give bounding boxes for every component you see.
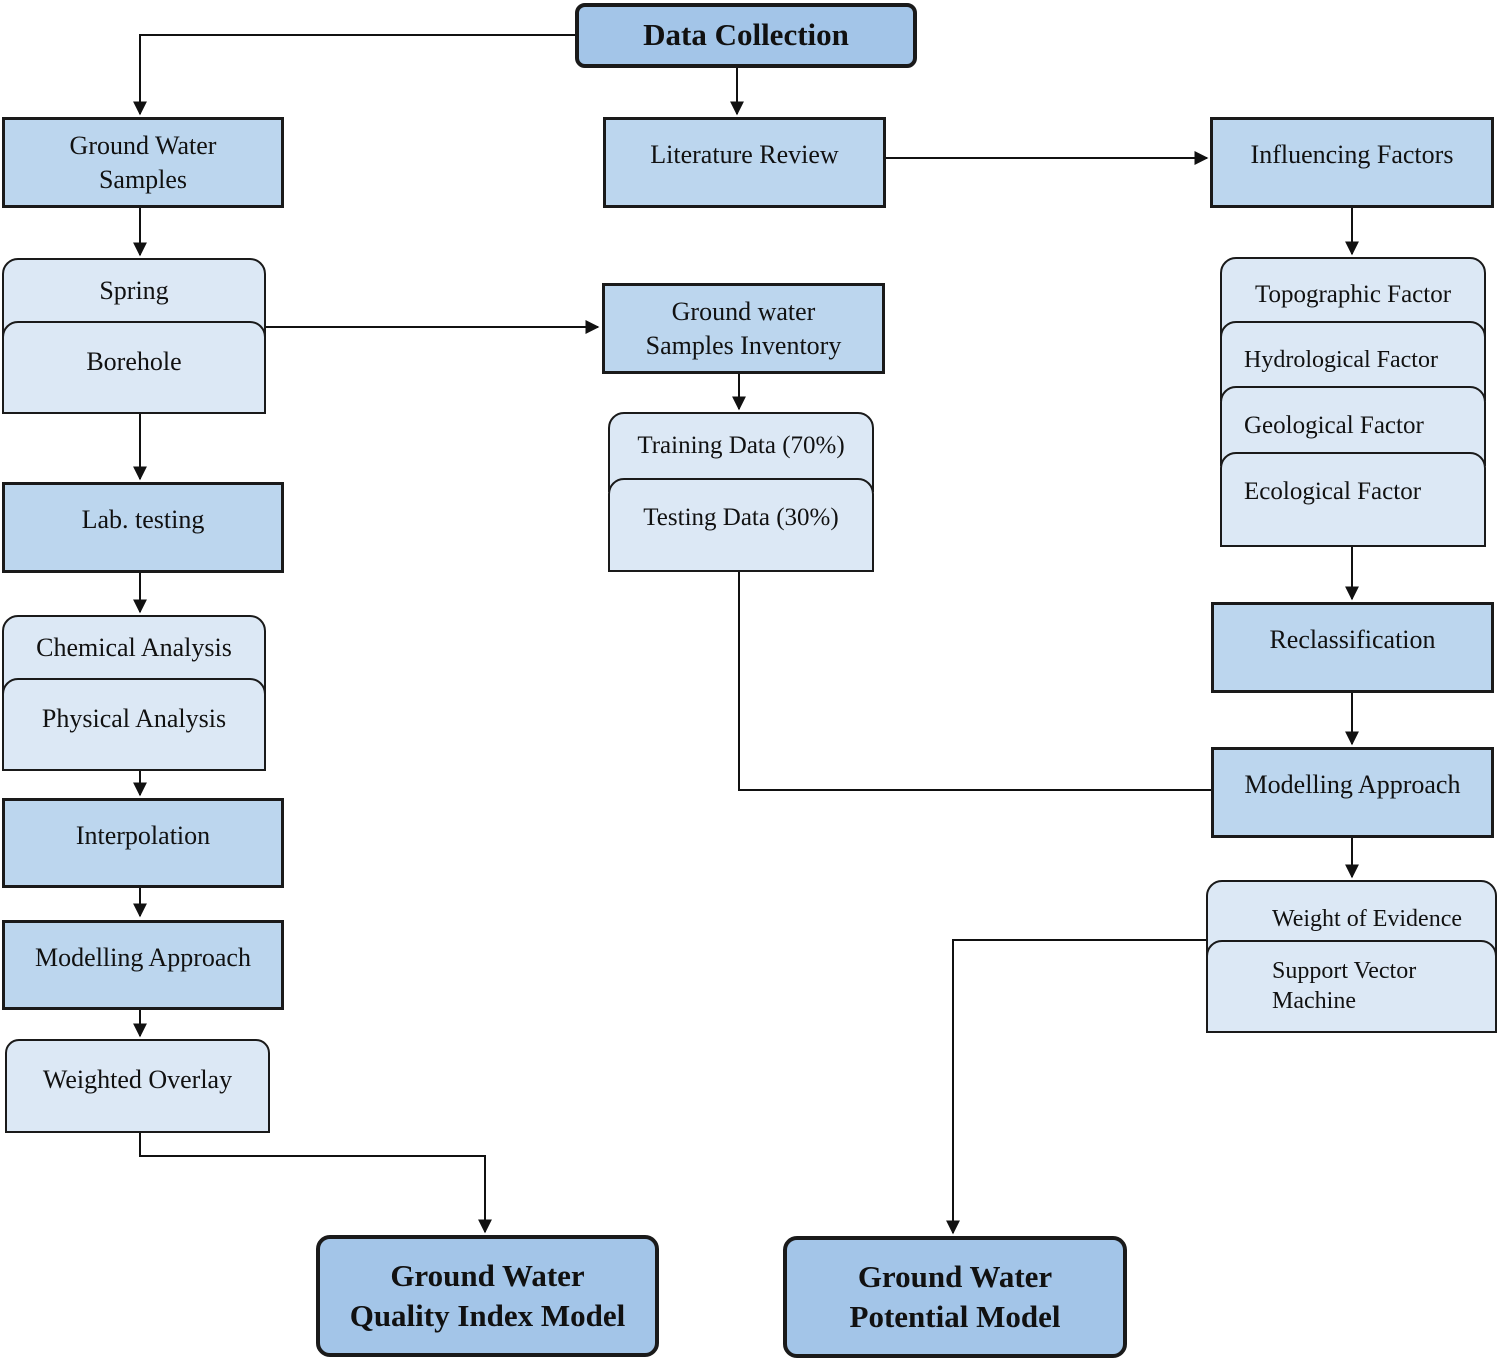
gw-samples-inventory-node: Ground water Samples Inventory	[602, 283, 885, 374]
support-vector-machine-node: Support Vector Machine	[1206, 940, 1497, 1033]
gwp-model-node: Ground Water Potential Model	[783, 1236, 1127, 1358]
lab-testing-node: Lab. testing	[2, 482, 284, 573]
literature-review-node: Literature Review	[603, 117, 886, 208]
borehole-node: Borehole	[2, 321, 266, 414]
arrow-overlay-to-gwqi	[139, 1133, 492, 1234]
interpolation-node: Interpolation	[2, 798, 284, 888]
line-testing-to-modelling	[738, 571, 1212, 791]
modelling-approach-right-node: Modelling Approach	[1211, 747, 1494, 838]
gwqi-model-node: Ground Water Quality Index Model	[316, 1235, 659, 1357]
arrow-woe-to-gwp	[946, 939, 1207, 1235]
testing-data-node: Testing Data (30%)	[608, 478, 874, 572]
influencing-factors-node: Influencing Factors	[1210, 117, 1494, 208]
reclassification-node: Reclassification	[1211, 602, 1494, 693]
data-collection-node: Data Collection	[575, 3, 917, 68]
arrow-collection-to-samples	[133, 34, 575, 116]
modelling-approach-left-node: Modelling Approach	[2, 920, 284, 1010]
ground-water-samples-node: Ground Water Samples	[2, 117, 284, 208]
physical-analysis-node: Physical Analysis	[2, 678, 266, 771]
ecological-factor-node: Ecological Factor	[1220, 452, 1486, 547]
weighted-overlay-node: Weighted Overlay	[5, 1039, 270, 1133]
